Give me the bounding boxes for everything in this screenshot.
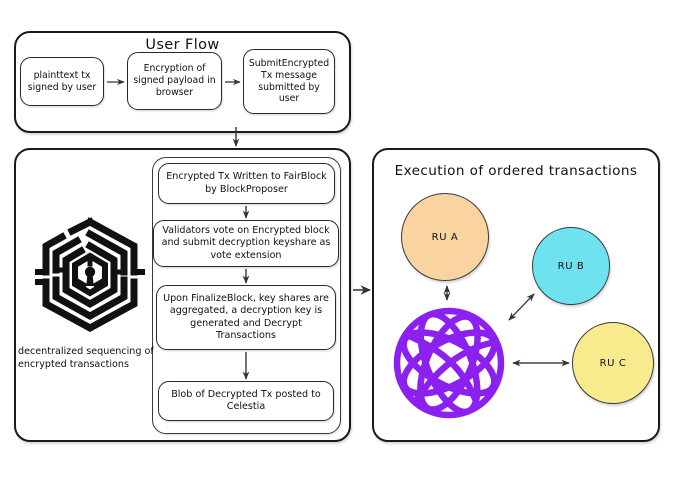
rollup-circle-ru-b[interactable]: RU B	[532, 227, 610, 305]
flow-node-submit-encrypted-tx[interactable]: SubmitEncrypted Tx message submitted by …	[243, 49, 335, 114]
celestia-sphere-icon[interactable]	[391, 303, 507, 423]
execution-title: Execution of ordered transactions	[394, 163, 638, 179]
flow-node-blob-posted[interactable]: Blob of Decrypted Tx posted to Celestia	[158, 381, 334, 421]
rollup-circle-ru-a[interactable]: RU A	[401, 193, 489, 281]
rollup-circle-ru-c[interactable]: RU C	[572, 322, 654, 404]
flow-node-encrypted-tx-written[interactable]: Encrypted Tx Written to FairBlock by Blo…	[158, 163, 335, 204]
flow-node-plaintext-tx[interactable]: plainttext tx signed by user	[20, 57, 104, 106]
flow-node-finalize-block[interactable]: Upon FinalizeBlock, key shares are aggre…	[156, 285, 336, 350]
fairblock-maze-logo	[34, 214, 146, 336]
flow-node-validators-vote[interactable]: Validators vote on Encrypted block and s…	[153, 220, 339, 267]
flow-node-encryption[interactable]: Encryption of signed payload in browser	[127, 52, 222, 110]
sequencing-caption: decentralized sequencing of encrypted tr…	[18, 346, 154, 371]
user-flow-title: User Flow	[145, 37, 220, 53]
